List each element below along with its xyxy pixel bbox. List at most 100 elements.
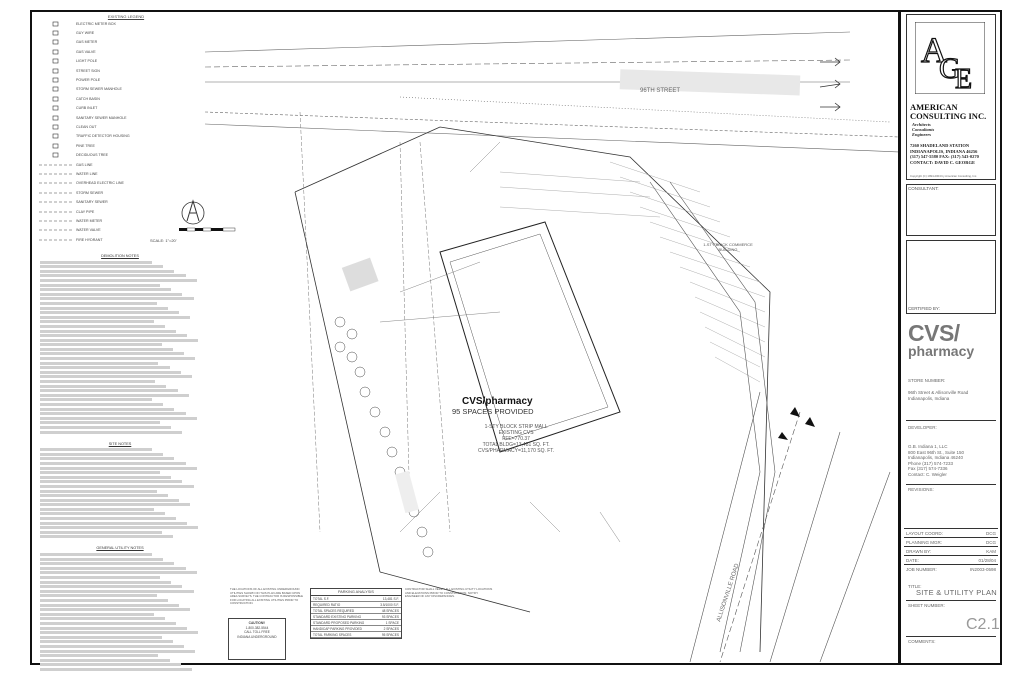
drawing-title: SITE & UTILITY PLAN [916, 588, 998, 597]
legend-symbol-icon [36, 105, 76, 111]
parking-key: REQUIRED RATIO [313, 602, 341, 607]
divider [906, 420, 996, 421]
title-block [900, 10, 1002, 665]
plan-store-label: CVS/pharmacy [462, 396, 533, 407]
legend-label: SANITARY SEWER [76, 200, 108, 205]
legend-symbol-icon [36, 39, 76, 45]
note-line [40, 649, 196, 653]
note-line [40, 448, 152, 452]
revisions-label: REVISIONS: [908, 487, 934, 492]
legend-label: SANITARY SEWER MANHOLE [76, 115, 127, 120]
legend-row: STORM SEWER [36, 188, 186, 197]
notes-column: DEMOLITION NOTES SITE NOTES GENERAL UTIL… [40, 250, 200, 672]
legend-symbol-icon [36, 181, 76, 185]
note-line [40, 265, 164, 269]
legend-label: GAS VALVE [76, 49, 96, 54]
titleblock-field-row: PLANNING MGR: DCG [904, 537, 998, 546]
legend-label: PINE TREE [76, 143, 95, 148]
titleblock-field-value: DCG [986, 539, 996, 545]
note-line [40, 457, 175, 461]
legend-label: CURB INLET [76, 106, 98, 111]
note-line [40, 288, 172, 292]
legend-symbol-icon [36, 124, 76, 130]
caution-phone: 1-800-382-5544 [245, 625, 269, 630]
legend-label: CATCH BASIN [76, 96, 100, 101]
firm-address: 7260 SHADELAND STATION INDIANAPOLIS, IND… [910, 143, 979, 165]
note-line [40, 498, 180, 502]
caution-line3: INDIANA UNDERGROUND [237, 634, 277, 639]
note-line [40, 608, 191, 612]
legend-label: CLAY PIPE [76, 209, 95, 214]
titleblock-field-value: DCG [986, 530, 996, 536]
legend-symbol-icon [36, 49, 76, 55]
note-line [40, 484, 194, 488]
note-line [40, 576, 160, 579]
bottom-right-note: CONTRACTOR SHALL VERIFY ALL EXISTING UTI… [405, 587, 493, 599]
store-address1: 96th Street & Allisonville Road [908, 390, 969, 395]
age-logo: A G E [915, 22, 985, 94]
caution-box: CAUTION!! 1-800-382-5544 CALL TOLL FREE … [228, 618, 286, 660]
cvs-logo-top: CVS/ [908, 320, 960, 346]
divider [906, 484, 996, 485]
legend-symbol-icon [36, 115, 76, 121]
legend-label: TRAFFIC DETECTOR HOUSING [76, 134, 130, 139]
legend-symbol-icon [36, 152, 76, 158]
legend-symbol-icon [36, 200, 76, 204]
titleblock-field-value: 01/28/04 [978, 557, 996, 563]
note-line [40, 461, 186, 465]
utility-notes-heading: GENERAL UTILITY NOTES [96, 546, 144, 551]
titleblock-field-label: JOB NUMBER: [906, 566, 937, 572]
parking-value: 95 SPACES [381, 632, 399, 637]
legend-symbol-icon [36, 219, 76, 223]
note-line [40, 398, 152, 402]
svg-text:A: A [921, 30, 947, 70]
legend-label: STORM SEWER [76, 190, 104, 195]
legend-symbol-icon [36, 133, 76, 139]
legend-symbol-icon [36, 21, 76, 27]
note-line [40, 425, 172, 429]
note-line [40, 334, 188, 338]
firm-roles: Architects Consultants Engineers [912, 122, 935, 137]
titleblock-field-label: PLANNING MGR: [906, 539, 943, 545]
demolition-notes-heading: DEMOLITION NOTES [101, 254, 139, 258]
note-line [40, 635, 162, 639]
note-line [40, 535, 173, 539]
note-line [40, 320, 154, 324]
legend-row: FIRE HYDRANT [36, 235, 186, 244]
note-line [40, 562, 175, 566]
legend-label: STREET SIGN [76, 68, 100, 73]
cvs-logo-bottom: pharmacy [908, 343, 975, 359]
caution-title: CAUTION!! [248, 621, 266, 625]
legend-label: ELECTRIC METER BOX [76, 21, 116, 26]
titleblock-field-row: JOB NUMBER:IN2003-0598 [904, 564, 998, 573]
legend-label: DECIDUOUS TREE [76, 153, 109, 158]
building-info: 1-STY BLOCK STRIP MALL EXISTING CVS FFE=… [478, 424, 554, 454]
legend-symbol-icon [36, 86, 76, 92]
cvs-logo: CVS/ pharmacy [908, 322, 974, 359]
consultant-label: CONSULTANT: [908, 186, 939, 191]
sheet-number: C2.1 [966, 616, 1000, 633]
note-line [40, 412, 186, 416]
note-line [40, 260, 152, 264]
firm-contact: CONTACT: DAVID C. GEORGE [910, 159, 976, 165]
legend-row: STREET SIGN [36, 66, 186, 75]
note-line [40, 407, 175, 411]
titleblock-field-value: KAM [986, 548, 996, 554]
svg-text:E: E [955, 64, 972, 94]
parking-value: 2 SPACES [383, 626, 399, 631]
parking-value: 1 SPACE [385, 620, 399, 625]
parking-title: PARKING ANALYSIS [311, 589, 401, 596]
legend-row: CATCH BASIN [36, 94, 186, 103]
note-line [40, 507, 154, 511]
parking-value: 3.5/1000 S.F. [380, 602, 399, 607]
note-line [40, 389, 178, 393]
legend-row: CLEAN OUT [36, 122, 186, 131]
note-line [40, 494, 168, 498]
legend-row: GAS LINE [36, 160, 186, 169]
note-line [40, 612, 154, 616]
note-line [40, 626, 188, 630]
